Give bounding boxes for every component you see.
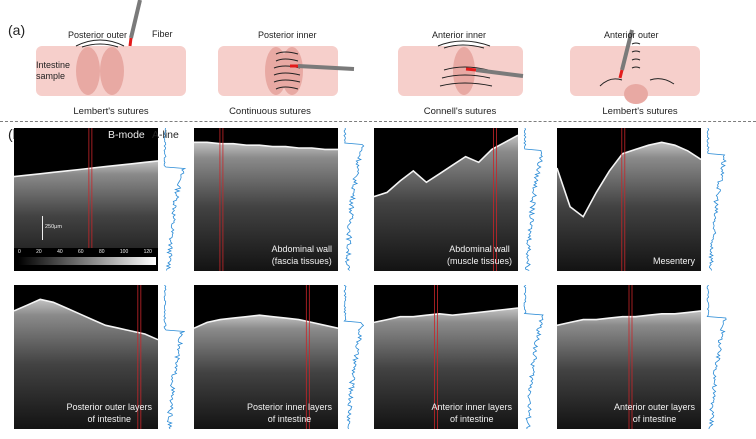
colorbar-tick: 60	[78, 249, 84, 255]
tissue-label-line-2: of intestine	[632, 414, 677, 424]
tissue-region	[194, 315, 338, 429]
aline-header: A-line	[152, 129, 179, 141]
aline-trace	[523, 128, 543, 271]
colorbar-tick: 80	[98, 249, 105, 255]
tissue-label: Abdominal wall (muscle tissues)	[447, 243, 512, 267]
tissue-label: Anterior inner layers of intestine	[431, 401, 512, 425]
colorbar-tick: 40	[57, 249, 63, 255]
panel-a-label: (a)	[8, 22, 26, 38]
tissue-region	[14, 299, 158, 429]
illustration-1-caption: Lembert's sutures	[73, 106, 149, 117]
tissue-label: Abdominal wall (fascia tissues)	[271, 243, 332, 267]
oct-bmode-image: Mesentery	[557, 128, 701, 271]
tissue-surface	[14, 298, 158, 341]
tissue-label-line-1: Anterior outer layers	[613, 402, 695, 412]
tissue-label: Mesentery	[653, 255, 695, 267]
colorbar-tick: 0	[18, 249, 21, 255]
illustration-2-caption: Continuous sutures	[229, 106, 311, 117]
aline-trace	[343, 285, 365, 429]
illustration-2-top-label: Posterior inner	[258, 30, 317, 40]
tissue-surface	[194, 314, 338, 329]
illustration-4-caption: Lembert's sutures	[602, 106, 678, 117]
tissue-label-line-1: Posterior outer layers	[66, 402, 152, 412]
oct-bmode-image: Abdominal wall (muscle tissues)	[374, 128, 518, 271]
tissue-region	[557, 142, 701, 271]
oct-bmode-image: Posterior outer layers of intestine	[14, 285, 158, 429]
intestine-diagram-2	[218, 46, 355, 96]
tissue-surface	[194, 141, 338, 151]
aline-trace	[706, 128, 727, 271]
scale-bar-label: 250μm	[45, 224, 62, 230]
tissue-label: Posterior inner layers of intestine	[247, 401, 332, 425]
oct-bmode-image: Posterior inner layers of intestine	[194, 285, 338, 429]
tissue-region	[374, 135, 518, 271]
tissue-region	[194, 142, 338, 271]
tissue-surface	[14, 160, 158, 178]
illustration-3-top-label: Anterior inner	[432, 30, 487, 40]
intestine-diagram-1	[36, 39, 186, 96]
fiber-label: Fiber	[152, 29, 173, 39]
colorbar-tick: 100	[119, 249, 129, 255]
aline-trace	[163, 128, 187, 271]
colorbar: 0 20 40 60 80 100 120	[14, 248, 158, 271]
intestine-sample-label: Intestine sample	[36, 60, 71, 81]
tissue-surface	[557, 141, 701, 218]
aline-trace	[523, 285, 544, 429]
tissue-label-line-1: Posterior inner layers	[246, 402, 332, 412]
illustration-4-top-label: Anterior outer	[604, 30, 659, 40]
oct-bmode-image: Fat tissue250μm020406080100120	[14, 128, 158, 271]
tissue-label-line-2: of intestine	[87, 414, 131, 424]
tissue-label-line-1: Mesentery	[652, 256, 695, 266]
oct-bmode-image: Abdominal wall (fascia tissues)	[194, 128, 338, 271]
intestine-diagram-3	[398, 40, 524, 96]
intestine-diagram-4	[570, 29, 700, 104]
fiber-probe-1	[128, 0, 142, 47]
tissue-label-line-1: Anterior inner layers	[431, 402, 512, 412]
colorbar-tick: 120	[143, 249, 152, 255]
tissue-region	[14, 160, 158, 271]
section-divider	[0, 121, 756, 122]
colorbar-tick: 20	[36, 249, 42, 255]
tissue-label-line-2: (fascia tissues)	[271, 256, 332, 266]
illustration-3-caption: Connell's sutures	[423, 106, 497, 117]
aline-trace	[706, 285, 727, 429]
tissue-label-line-1: Abdominal wall	[271, 244, 332, 254]
colorbar-gradient	[18, 257, 156, 265]
oct-bmode-image: Anterior inner layers of intestine	[374, 285, 518, 429]
tissue-label: Anterior outer layers of intestine	[614, 401, 695, 425]
aline-trace	[163, 285, 185, 429]
tissue-surface	[374, 307, 518, 324]
tissue-surface	[374, 134, 518, 198]
tissue-region	[374, 308, 518, 429]
bmode-header: B-mode	[108, 129, 145, 141]
tissue-label-line-1: Abdominal wall	[449, 244, 510, 254]
illustration-1-top-label: Posterior outer	[68, 30, 128, 40]
tissue-label-line-2: (muscle tissues)	[446, 256, 512, 266]
oct-bmode-image: Anterior outer layers of intestine	[557, 285, 701, 429]
aline-trace	[343, 128, 365, 271]
tissue-label-line-2: of intestine	[449, 414, 494, 424]
tissue-label-line-2: of intestine	[267, 414, 312, 424]
tissue-label: Posterior outer layers of intestine	[66, 401, 152, 425]
scale-bar	[42, 216, 43, 240]
